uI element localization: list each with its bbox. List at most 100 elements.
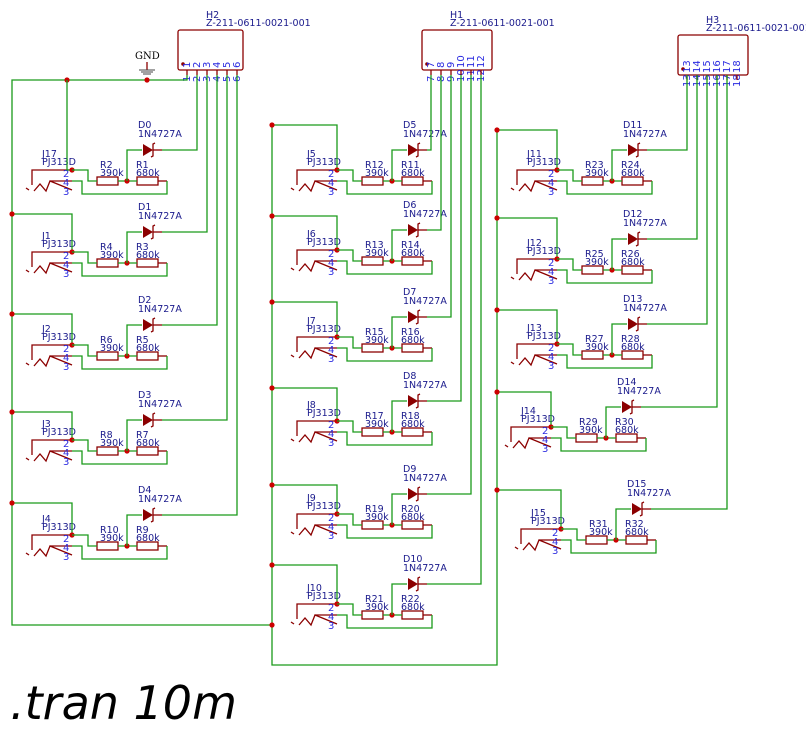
wire-to-header[interactable] [427, 75, 462, 402]
wire-pin2[interactable] [337, 169, 362, 182]
wire-to-header[interactable] [162, 75, 218, 326]
wire-pin4[interactable] [72, 545, 168, 560]
ground-tap[interactable] [12, 502, 73, 535]
wire-pin4[interactable] [557, 180, 653, 195]
wire-pin4[interactable] [337, 260, 433, 275]
ground-tap[interactable] [12, 213, 73, 252]
wire-pin2[interactable] [337, 420, 362, 433]
wire-pin2[interactable] [72, 439, 97, 452]
ground-tap[interactable] [12, 313, 73, 345]
wire-pin2[interactable] [557, 343, 582, 356]
wire-pin2[interactable] [561, 528, 586, 541]
wire-pin2[interactable] [557, 169, 582, 182]
wire-pin2[interactable] [557, 258, 582, 271]
wire-to-header[interactable] [647, 75, 708, 325]
wire-anode[interactable] [391, 316, 407, 348]
wire-to-header[interactable] [162, 75, 208, 233]
wire-pin4[interactable] [337, 614, 433, 629]
wire-anode[interactable] [391, 493, 407, 525]
wire-pin2[interactable] [72, 251, 97, 264]
wire-to-header[interactable] [427, 75, 452, 318]
ground-tap[interactable] [497, 217, 558, 259]
ground-tap[interactable] [272, 484, 338, 514]
ground-tap[interactable] [272, 387, 338, 421]
ground-bus-left[interactable] [11, 75, 272, 626]
wire-to-header[interactable] [647, 75, 698, 240]
wire-anode[interactable] [611, 323, 627, 355]
wire-pin4[interactable] [557, 269, 653, 284]
wire-to-header[interactable] [427, 75, 472, 495]
wire-pin2[interactable] [72, 344, 97, 357]
wire-pin4[interactable] [337, 524, 433, 539]
ground-tap[interactable] [497, 391, 552, 427]
wire-anode[interactable] [611, 149, 627, 181]
wire-anode[interactable] [615, 508, 631, 540]
ground-tap[interactable] [272, 124, 338, 170]
wire-to-header[interactable] [427, 75, 482, 585]
wire-pin4[interactable] [72, 450, 168, 465]
ground-tap[interactable] [497, 489, 562, 529]
wire-pin4[interactable] [551, 437, 647, 452]
wire-anode[interactable] [126, 419, 142, 451]
wire-pin2[interactable] [337, 336, 362, 349]
wire-anode[interactable] [391, 583, 407, 615]
spice-directive[interactable]: .tran 10m [10, 676, 237, 730]
ground-tap[interactable] [272, 301, 338, 337]
wire-anode[interactable] [391, 400, 407, 432]
wire-anode[interactable] [611, 238, 627, 270]
wire-anode[interactable] [605, 406, 621, 438]
wire-pin4[interactable] [72, 355, 168, 370]
wire-pin4[interactable] [557, 354, 653, 369]
wire-to-header[interactable] [647, 75, 688, 151]
ground-tap[interactable] [12, 411, 73, 440]
wire-to-header[interactable] [162, 75, 228, 421]
wire-to-header[interactable] [162, 75, 198, 151]
ground-bus-middle[interactable] [271, 125, 498, 666]
wire-pin4[interactable] [72, 180, 168, 195]
ground-tap[interactable] [272, 564, 338, 604]
wire-to-header[interactable] [641, 75, 718, 408]
wire-anode[interactable] [126, 324, 142, 356]
wire-pin4[interactable] [337, 347, 433, 362]
wire-to-header[interactable] [427, 75, 432, 151]
wire-pin2[interactable] [72, 534, 97, 547]
ground-tap[interactable] [497, 129, 558, 170]
